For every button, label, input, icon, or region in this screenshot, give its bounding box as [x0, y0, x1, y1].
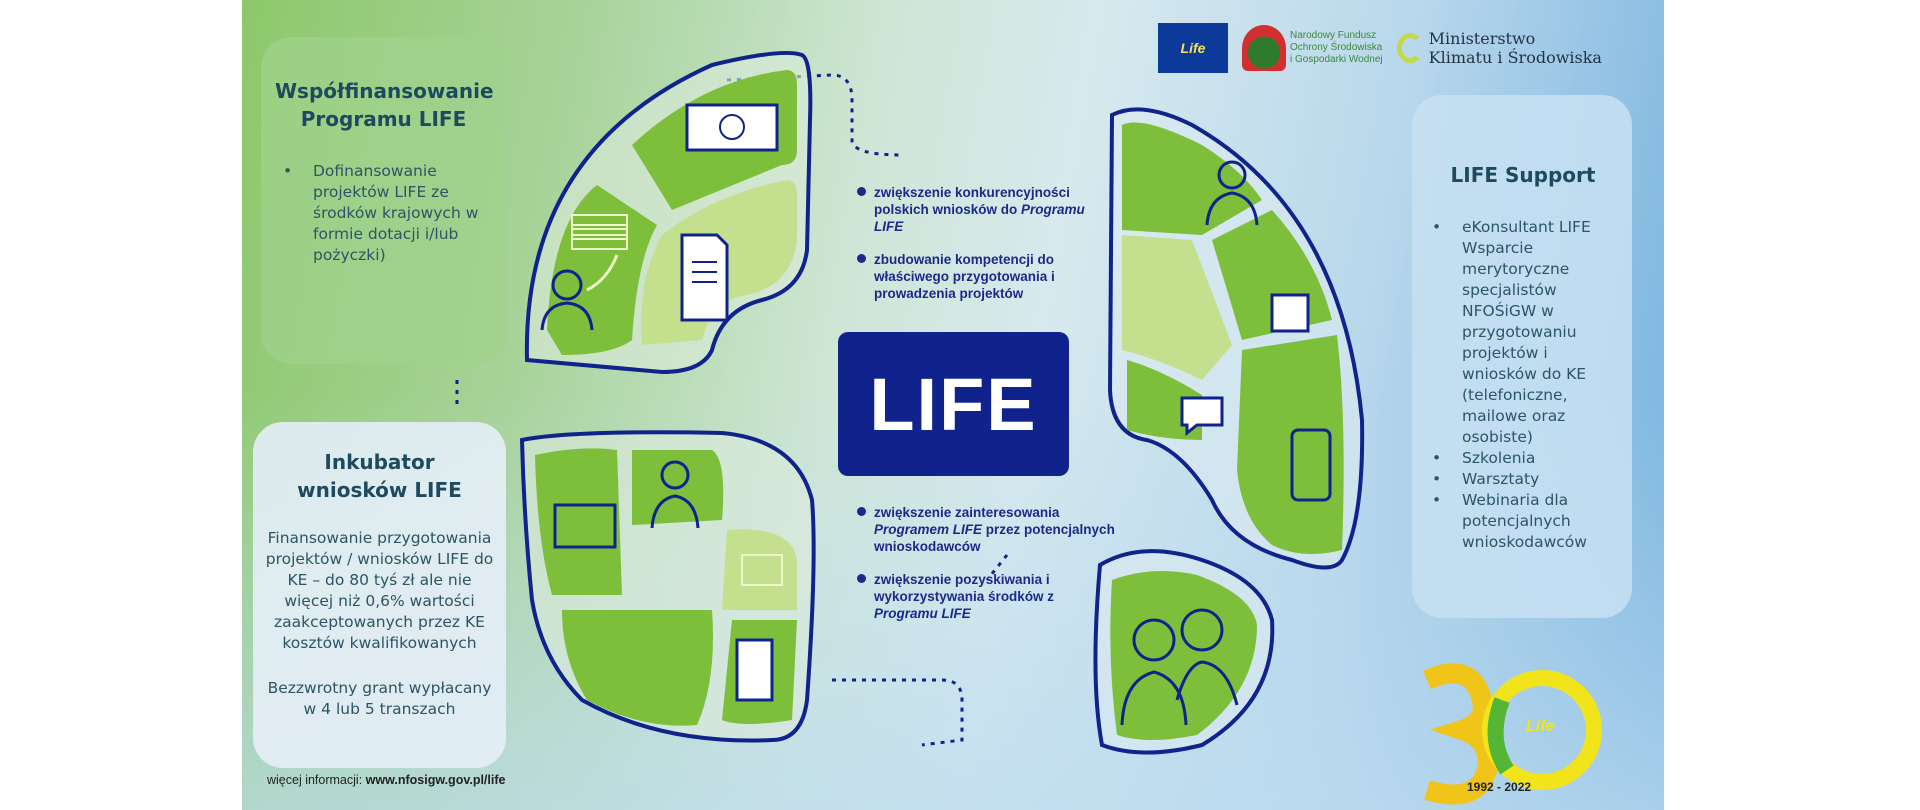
presentation-icon	[741, 554, 783, 586]
infographic: Life Narodowy Fundusz Ochrony Środowiska…	[242, 0, 1664, 810]
ministry-line: Klimatu i Środowiska	[1428, 48, 1602, 67]
phone-icon	[1290, 428, 1332, 502]
list-item: eKonsultant LIFE Wsparcie merytoryczne s…	[1424, 217, 1622, 448]
eu-life-logo: Life	[1158, 23, 1228, 73]
quadrant-incubator	[519, 430, 816, 743]
footer-info: więcej informacji: www.nfosigw.gov.pl/li…	[267, 773, 506, 787]
footer-link[interactable]: www.nfosigw.gov.pl/life	[365, 773, 506, 787]
nfosigw-line: Ochrony Środowiska	[1290, 42, 1383, 53]
quadrant-cofinancing	[524, 50, 813, 375]
panel-incubator: Inkubator wniosków LIFE Finansowanie prz…	[253, 422, 506, 768]
connector-top	[726, 73, 903, 157]
goals-bottom: zwiększenie zainteresowania Programem LI…	[857, 504, 1117, 638]
list-item: Szkolenia	[1424, 448, 1622, 469]
floppy-disk-icon	[1270, 293, 1310, 333]
list-item: Warsztaty	[1424, 469, 1622, 490]
panel-title: LIFE Support	[1450, 163, 1596, 187]
anniversary-logo	[1422, 663, 1602, 805]
panel-support: LIFE Support eKonsultant LIFE Wsparcie m…	[1412, 95, 1632, 618]
anniversary-label: Life	[1526, 718, 1555, 735]
panel-title: Inkubator wniosków LIFE	[297, 450, 462, 502]
money-stack-icon	[571, 214, 628, 250]
quadrant-people	[1093, 549, 1275, 755]
ministry-logo: Ministerstwo Klimatu i Środowiska	[1396, 29, 1602, 67]
document-icon	[680, 233, 729, 322]
people-icon	[1120, 608, 1239, 726]
panel-cofinancing: Współfinansowanie Programu LIFE Dofinans…	[261, 37, 506, 364]
goals-top: zwiększenie konkurencyjności polskich wn…	[857, 184, 1117, 318]
nfosigw-logo: Narodowy Fundusz Ochrony Środowiska i Go…	[1242, 25, 1383, 71]
quadrant-support	[1107, 107, 1365, 570]
ministry-line: Ministerstwo	[1428, 29, 1536, 48]
businessman-icon	[650, 460, 700, 529]
arrow-icon	[586, 254, 619, 292]
woman-icon	[540, 269, 594, 331]
banknote-icon	[685, 103, 779, 152]
laptop-icon	[553, 503, 617, 549]
nfosigw-line: Narodowy Fundusz	[1290, 30, 1377, 41]
connector-bottom	[832, 678, 964, 747]
goal-item: zwiększenie zainteresowania Programem LI…	[857, 504, 1117, 555]
goal-item: zwiększenie pozyskiwania i wykorzystywan…	[857, 571, 1117, 622]
consultant-icon	[1205, 160, 1259, 226]
nfosigw-emblem-icon	[1242, 25, 1286, 71]
nfosigw-line: i Gospodarki Wodnej	[1290, 54, 1383, 65]
panel-title: Współfinansowanie Programu LIFE	[275, 79, 494, 131]
list-item: Webinaria dla potencjalnych wnioskodawcó…	[1424, 490, 1622, 553]
cofinancing-list: Dofinansowanie projektów LIFE ze środków…	[275, 161, 492, 266]
incubator-text: Finansowanie przygotowania projektów / w…	[265, 529, 494, 652]
goal-item: zbudowanie kompetencji do właściwego prz…	[857, 251, 1117, 302]
partner-logos: Life Narodowy Fundusz Ochrony Środowiska…	[1158, 22, 1602, 74]
goal-item: zwiększenie konkurencyjności polskich wn…	[857, 184, 1117, 235]
incubator-text-2: Bezzwrotny grant wypłacany w 4 lub 5 tra…	[267, 679, 492, 718]
diagram-art	[455, 50, 1602, 805]
support-list: eKonsultant LIFE Wsparcie merytoryczne s…	[1424, 217, 1622, 553]
document-pen-icon	[735, 638, 774, 702]
ministry-wave-icon	[1396, 33, 1423, 63]
anniversary-years: 1992 - 2022	[1467, 780, 1532, 794]
list-item: Dofinansowanie projektów LIFE ze środków…	[275, 161, 492, 266]
chat-icon	[1180, 396, 1224, 437]
life-logo: LIFE	[838, 332, 1069, 476]
